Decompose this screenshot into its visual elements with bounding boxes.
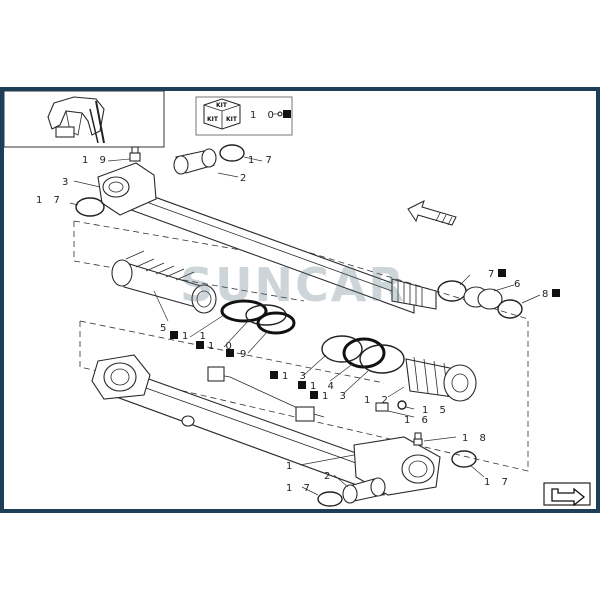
kit-label-top: KIT [216, 102, 228, 109]
callout-9: 9 [240, 349, 250, 360]
callout-5: 5 [160, 323, 170, 334]
callout-13b-marker [310, 391, 318, 399]
kit-icon: KIT KIT KIT [203, 98, 241, 130]
callout-2-top: 2 [240, 173, 250, 184]
callout-8: 8 [542, 289, 552, 300]
kit-ref-number: 1 0 [250, 110, 278, 121]
kit-marker-square [283, 110, 291, 118]
dust-seal-bottom-right [451, 450, 477, 468]
callout-3: 3 [62, 177, 72, 188]
callout-19-top: 1 9 [82, 155, 110, 166]
piston-12 [405, 356, 477, 402]
callout-17-bottom-left: 1 7 [286, 483, 314, 494]
callout-18: 1 8 [462, 433, 490, 444]
callout-17-top: 1 7 [248, 155, 276, 166]
bushing-bottom [342, 477, 386, 504]
callout-9-marker [226, 349, 234, 357]
hydraulic-cylinder-exploded-diagram: KIT KIT KIT 1 0 [4, 91, 591, 507]
set-screw-16 [375, 402, 389, 412]
kit-reference: KIT KIT KIT 1 0 [195, 96, 293, 136]
ring-7 [437, 280, 467, 302]
seal-13b [359, 344, 405, 374]
watermark: SUNCAR [180, 258, 406, 312]
callout-11-marker [170, 331, 178, 339]
leader-lines [69, 156, 541, 496]
direction-arrow-icon [407, 200, 457, 226]
callout-8-marker [552, 289, 560, 297]
callout-13a: 1 3 [282, 371, 310, 382]
cylinder-barrel [91, 354, 441, 496]
seal-9 [256, 311, 296, 335]
seal-11 [220, 299, 268, 323]
callout-11: 1 1 [182, 331, 210, 342]
next-page-icon[interactable] [543, 482, 591, 507]
grease-fitting-top [129, 146, 141, 162]
callout-17-left: 1 7 [36, 195, 64, 206]
seal-14 [342, 337, 386, 369]
callout-14-marker [298, 381, 306, 389]
callout-12: 1 2 [364, 395, 392, 406]
callout-2-bottom: 2 [324, 471, 334, 482]
callout-15: 1 5 [422, 405, 450, 416]
cylinder-head-gland [111, 250, 217, 314]
seal-13a [321, 335, 363, 363]
callout-10: 1 0 [208, 341, 236, 352]
excavator-thumbnail [4, 91, 165, 148]
kit-label-right: KIT [226, 116, 238, 123]
callout-13a-marker [270, 371, 278, 379]
callout-16: 1 6 [404, 415, 432, 426]
callout-10-marker [196, 341, 204, 349]
bushing-6 [463, 286, 503, 310]
ball-15 [397, 400, 407, 410]
dust-seal-bottom-left [317, 491, 343, 507]
callout-1: 1 [286, 461, 296, 472]
kit-label-left: KIT [207, 116, 219, 123]
callout-17-bottom-right: 1 7 [484, 477, 512, 488]
ring-8 [497, 299, 523, 319]
diagram-frame: KIT KIT KIT 1 0 [0, 87, 600, 513]
grease-fitting-bottom [413, 432, 423, 446]
piston-rod [97, 162, 437, 314]
callout-13b: 1 3 [322, 391, 350, 402]
dust-seal-top [219, 144, 245, 162]
callout-6: 6 [514, 279, 524, 290]
callout-14: 1 4 [310, 381, 338, 392]
callout-7-marker [498, 269, 506, 277]
bushing-top [173, 148, 217, 175]
callout-7: 7 [488, 269, 498, 280]
dust-seal-left [75, 197, 105, 217]
